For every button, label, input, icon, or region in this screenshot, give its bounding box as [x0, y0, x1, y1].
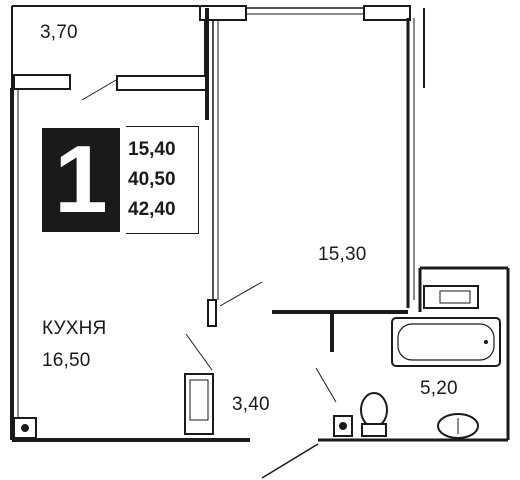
- living-door-leaf: [185, 333, 213, 371]
- balcony-door-frame: [116, 75, 208, 91]
- kitchen-area-label: 16,50: [42, 350, 91, 371]
- hall-cabinet: [184, 373, 214, 435]
- vent-shaft-bathroom-dot: [339, 422, 347, 430]
- balcony-area-label: 3,70: [40, 22, 78, 43]
- window-top-right: [363, 5, 411, 21]
- vent-shaft-kitchen-dot: [21, 424, 29, 432]
- room-count-badge: 1: [42, 128, 120, 232]
- partition-stub: [207, 299, 217, 327]
- bathroom-door-leaf: [315, 367, 337, 403]
- entrance-door-leaf: [261, 443, 319, 479]
- kitchen-name-label: КУХНЯ: [42, 318, 107, 339]
- toilet-tank: [361, 423, 387, 437]
- hallway-area-label: 3,40: [232, 394, 270, 415]
- area-total: 40,50: [128, 169, 176, 190]
- partition-door-leaf: [219, 281, 263, 307]
- washing-machine-panel: [439, 290, 471, 304]
- area-total-with-balcony: 42,40: [128, 199, 176, 220]
- living-area-label: 15,30: [318, 244, 367, 265]
- bathtub-drain: [484, 340, 488, 344]
- area-living: 15,40: [128, 139, 176, 160]
- hall-cabinet-inner: [189, 379, 209, 421]
- bathtub-inner: [397, 323, 495, 361]
- bathroom-area-label: 5,20: [420, 378, 458, 399]
- bathtub: [391, 317, 501, 367]
- window-top-left: [199, 5, 247, 21]
- toilet-bowl: [360, 392, 388, 428]
- balcony-door-leaf: [81, 79, 117, 101]
- balcony-window: [13, 74, 71, 90]
- area-summary: 15,40 40,50 42,40: [126, 126, 199, 234]
